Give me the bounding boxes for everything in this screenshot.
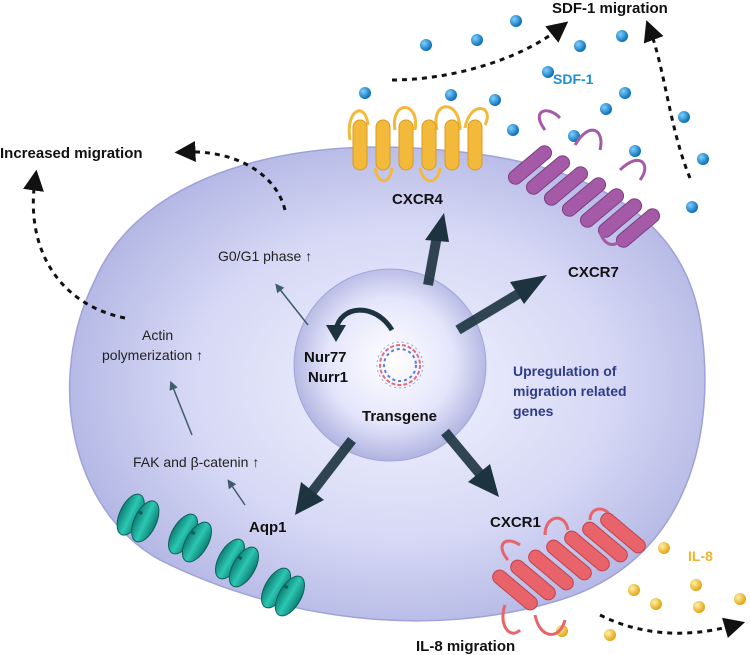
label-fak: FAK and β-catenin ↑: [133, 454, 259, 470]
thin-arrow-g0g1: [275, 283, 309, 326]
label-sdf1-migration: SDF-1 migration: [552, 0, 668, 17]
label-transgene: Transgene: [362, 408, 437, 425]
label-actin-2: polymerization ↑: [102, 347, 203, 363]
label-nurr1: Nurr1: [308, 369, 348, 386]
cxcr4-receptor-icon: [347, 105, 489, 183]
arrow-to-cxcr4: [423, 213, 449, 286]
arrow-to-cxcr1: [441, 428, 499, 497]
label-cxcr4: CXCR4: [392, 191, 444, 208]
label-increased-migration: Increased migration: [0, 145, 143, 162]
cxcr7-receptor-icon: [507, 109, 661, 248]
label-actin-1: Actin: [142, 327, 173, 343]
label-upregulation-1: Upregulation of: [513, 363, 617, 379]
label-il8: IL-8: [688, 548, 713, 564]
cxcr1-receptor-icon: [492, 507, 646, 636]
label-upregulation-2: migration related: [513, 383, 627, 399]
arrow-to-aqp1: [295, 436, 356, 515]
thin-arrow-actin: [169, 380, 193, 436]
label-sdf1: SDF-1: [553, 71, 594, 87]
label-cxcr1: CXCR1: [490, 514, 541, 531]
dashed-arrow-sdf1-right: [643, 20, 692, 179]
sdf1-particles: [359, 15, 709, 213]
thin-arrow-fak: [227, 479, 246, 506]
aquaporin-channel-icon: [116, 493, 305, 617]
label-cxcr7: CXCR7: [568, 264, 619, 281]
label-aqp1: Aqp1: [249, 519, 287, 536]
label-il8-migration: IL-8 migration: [416, 638, 515, 655]
label-nur77: Nur77: [304, 349, 347, 366]
label-g0g1: G0/G1 phase ↑: [218, 248, 312, 264]
nur-curved-arrow: [333, 307, 395, 332]
dashed-arrow-increased-migration-left: [23, 169, 126, 320]
dashed-arrow-il8: [599, 613, 746, 638]
dashed-arrow-sdf1-left: [391, 21, 569, 82]
dna-circle-icon: [376, 341, 424, 389]
arrow-to-cxcr7: [455, 275, 547, 335]
label-upregulation-3: genes: [513, 403, 554, 419]
dashed-arrow-increased-migration-right: [174, 141, 287, 211]
il8-particles: [556, 542, 746, 641]
